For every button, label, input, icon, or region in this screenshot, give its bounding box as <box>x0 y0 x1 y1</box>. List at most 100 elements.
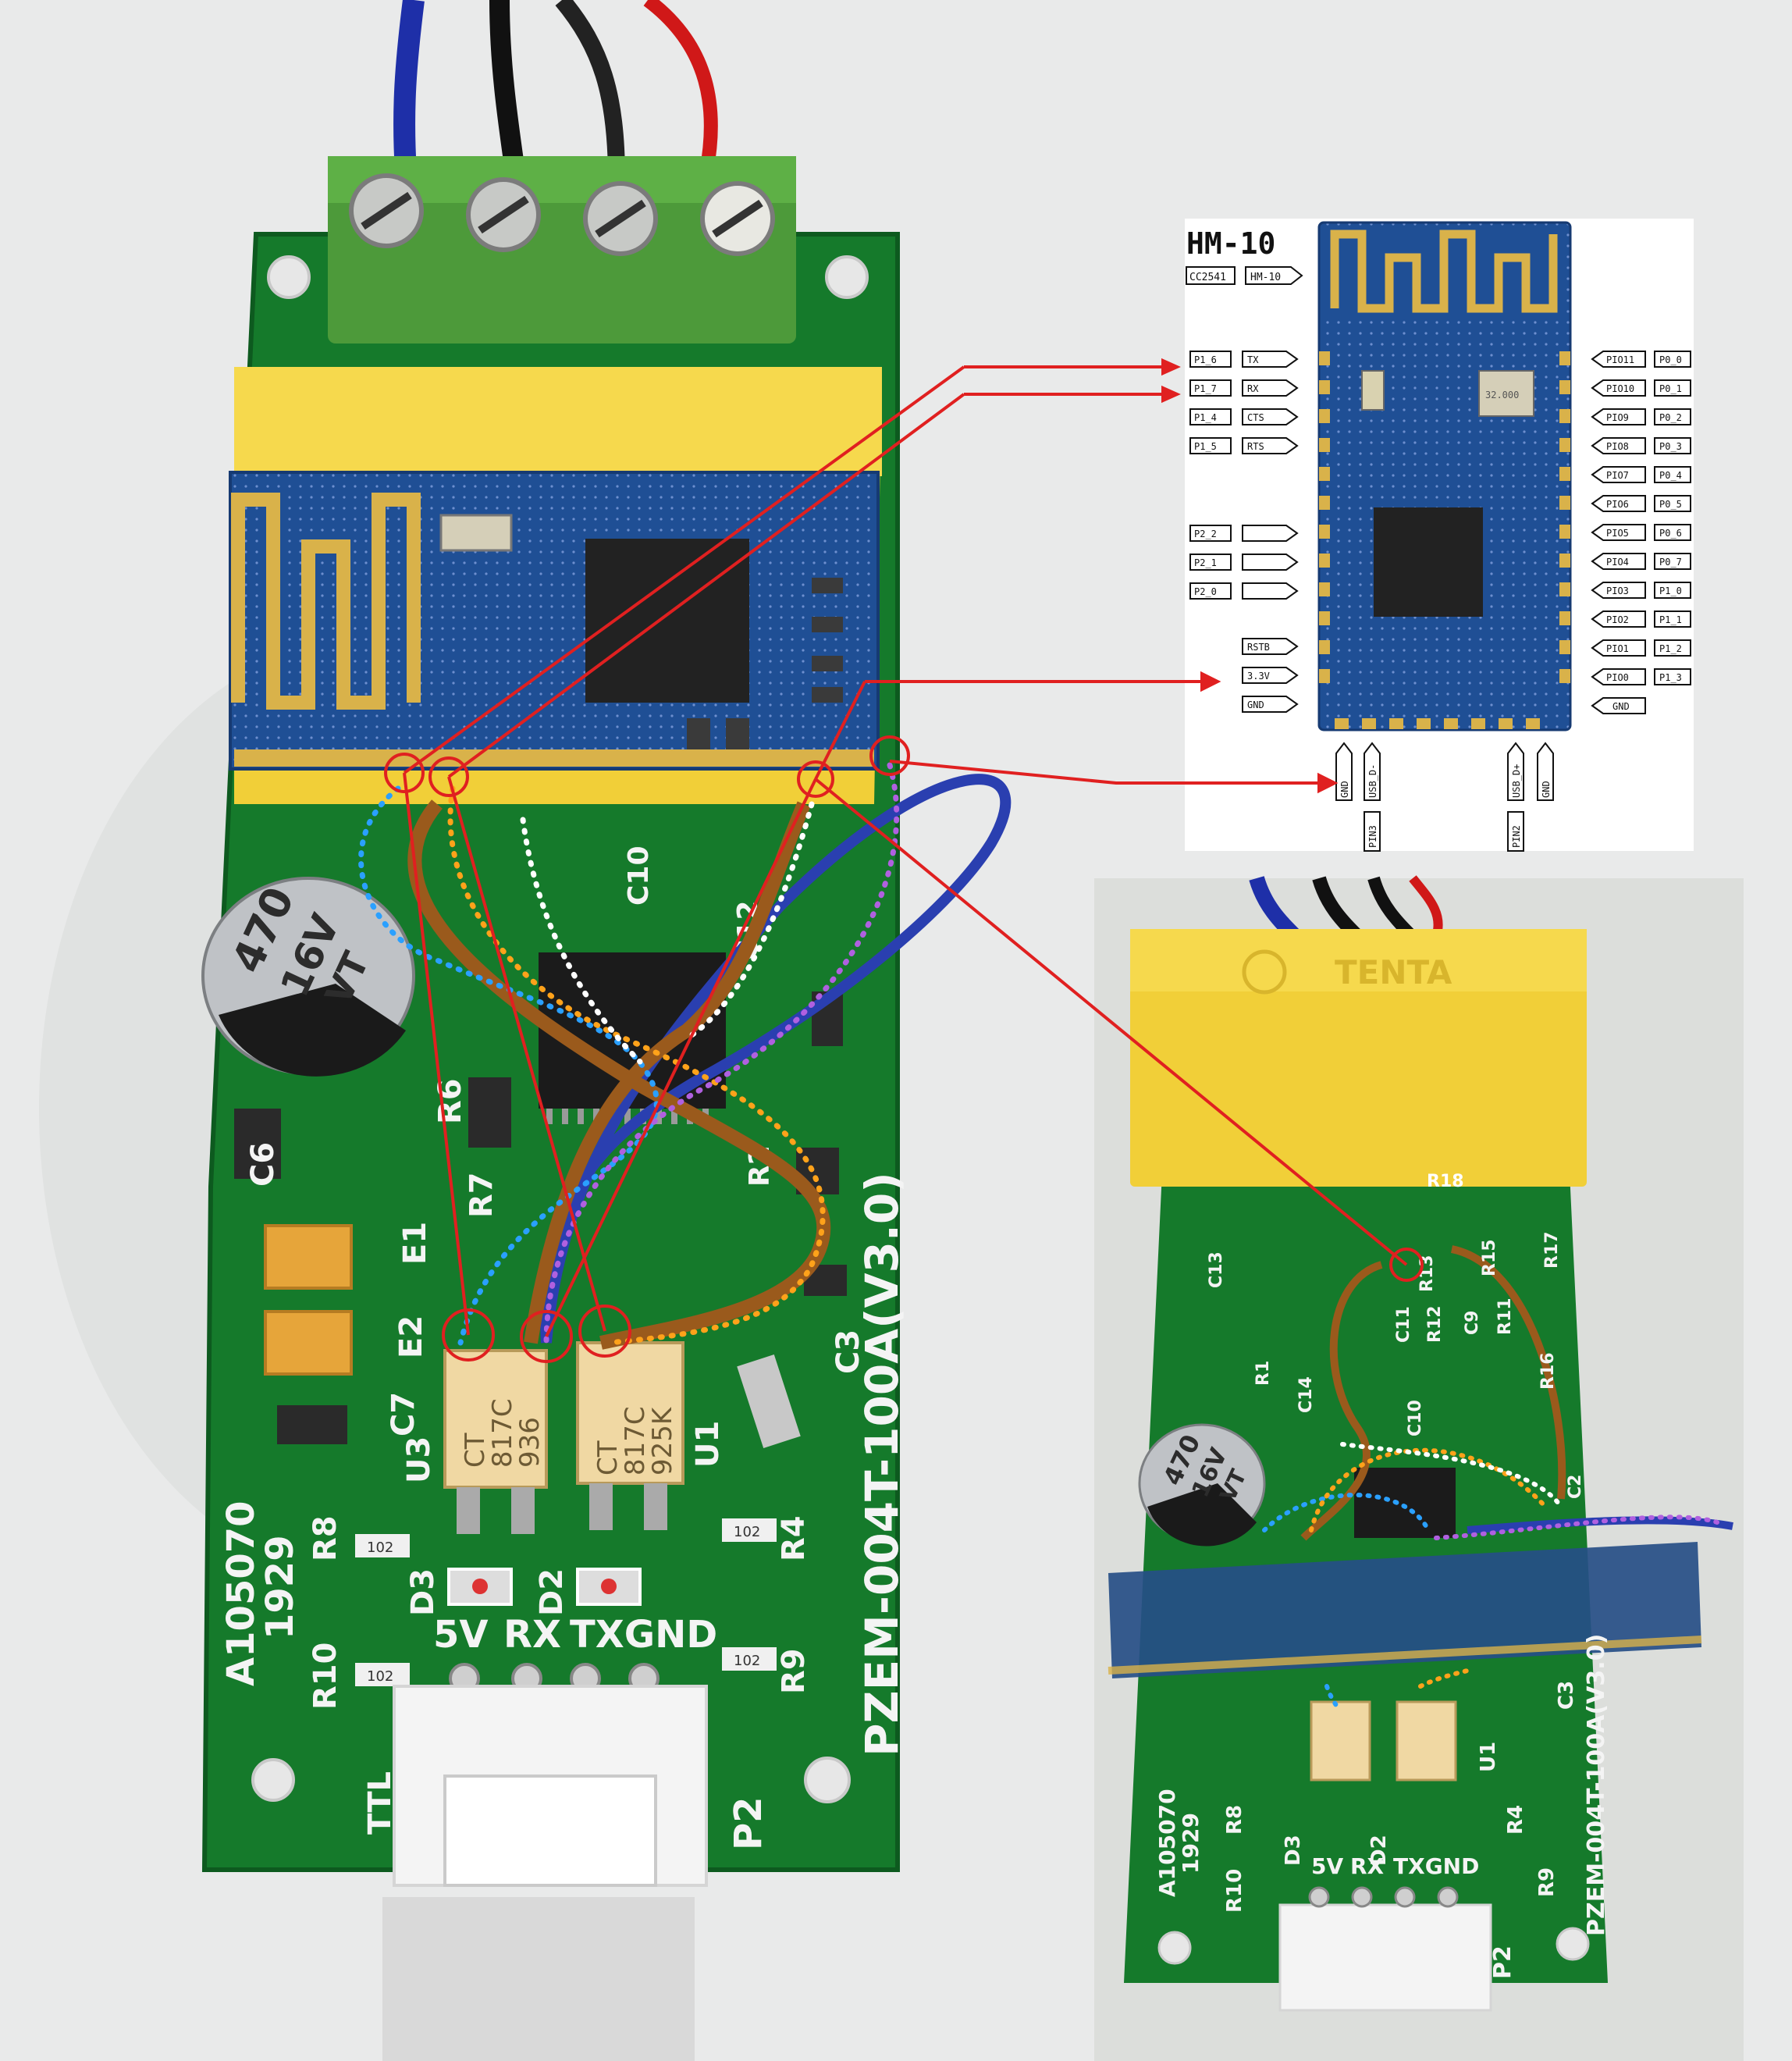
status-leds <box>447 1568 642 1606</box>
optocoupler-u1: CT 817C 925K <box>576 1341 684 1530</box>
resistor-code-r10: 102 <box>367 1668 393 1685</box>
ttl-label: TTL <box>362 1771 398 1835</box>
chip-tag-box <box>1186 266 1236 285</box>
line-gnd-pinout <box>889 760 1319 785</box>
bottom-pin-usb-dp: USB_D+ <box>1511 764 1522 798</box>
inset-silk-d3: D3 <box>1282 1835 1305 1866</box>
right-pin-pio: PIO7 <box>1606 470 1629 481</box>
bottom-tag-pin2: PIN2 <box>1511 825 1522 848</box>
opto-u1-line1: CT <box>592 1440 624 1475</box>
right-pin-port: P1_0 <box>1659 586 1682 596</box>
silk-e1: E1 <box>397 1222 433 1265</box>
silk-c7: C7 <box>386 1392 421 1436</box>
bottom-pin-labels: GND USB_D- USB_D+ GND PIN3 PIN2 <box>1335 742 1554 852</box>
left-pin-function: TX <box>1247 354 1259 365</box>
left-pin-function: GND <box>1247 699 1264 710</box>
inset-header-pins <box>1308 1886 1459 1908</box>
silk-c6: C6 <box>245 1142 281 1187</box>
wire-black-input-2 <box>555 0 625 180</box>
pinout-title: HM-10 <box>1186 226 1275 261</box>
electrolytic-capacitor: 470 16V VT <box>201 877 415 1077</box>
left-pin-function: RX <box>1247 383 1259 394</box>
crystal-label: 32.000 <box>1485 390 1519 400</box>
inset-board-model: PZEM-004T-100A(V3.0) <box>1583 1634 1610 1936</box>
opto-u3-line3: 936 <box>514 1417 546 1468</box>
resistor-code-r4: 102 <box>734 1524 760 1540</box>
trace-dotted-white-1 <box>520 817 643 1065</box>
wire-black-input <box>489 0 525 173</box>
inset-silk-r12: R12 <box>1425 1305 1445 1343</box>
inset-silk-r10: R10 <box>1223 1869 1246 1913</box>
circle-gnd-pad <box>797 760 834 798</box>
wire-red-input <box>643 0 718 173</box>
main-board: 470 16V VT CT 817C 936 CT 817C 925K <box>201 0 1012 2061</box>
left-pin-port: P2_0 <box>1194 586 1217 597</box>
right-pin-port: P0_6 <box>1659 528 1682 539</box>
right-pin-port: P0_0 <box>1659 354 1682 365</box>
inset-silk-c10: C10 <box>1406 1400 1425 1436</box>
left-pin-function: 3.3V <box>1247 671 1270 682</box>
inset-silk-d2: D2 <box>1367 1835 1391 1866</box>
trace-dotted-white-2 <box>684 801 815 1041</box>
bottom-tag-pin3: PIN3 <box>1367 825 1378 848</box>
inset-pin-label-txgnd: TXGND <box>1393 1853 1479 1879</box>
inset-silk-r4: R4 <box>1504 1805 1527 1835</box>
right-pin-pio: PIO2 <box>1606 614 1629 625</box>
circle-inset-pad <box>1389 1248 1424 1282</box>
right-pin-pio: PIO9 <box>1606 412 1629 423</box>
opto-u1-line2: 817C <box>620 1406 651 1475</box>
left-pin-function: CTS <box>1247 412 1264 423</box>
optocoupler-u3: CT 817C 936 <box>443 1349 548 1534</box>
left-pin-port: P2_1 <box>1194 557 1217 568</box>
right-pin-pio: PIO1 <box>1606 643 1629 654</box>
inset-silk-r18: R18 <box>1427 1172 1464 1191</box>
silk-c3: C3 <box>830 1330 866 1374</box>
right-pin-port: P1_1 <box>1659 614 1682 625</box>
left-pin-port: P2_2 <box>1194 529 1217 539</box>
bottom-pin-gnd-1: GND <box>1339 781 1350 798</box>
right-pin-gnd: GND <box>1612 701 1630 712</box>
left-pin-port: P1_6 <box>1194 354 1217 365</box>
line-tx-pinout <box>403 365 965 774</box>
inset-silk-c2: C2 <box>1566 1475 1585 1499</box>
bottom-pin-usb-dm: USB_D- <box>1367 764 1378 798</box>
trace-dotted-orange <box>447 785 826 1346</box>
inset-silk-r9: R9 <box>1535 1867 1559 1897</box>
circle-rx-pad <box>428 756 469 797</box>
silk-r10: R10 <box>308 1643 343 1710</box>
silk-d2: D2 <box>534 1568 570 1616</box>
trace-dotted-blue <box>358 785 660 1346</box>
screw-terminal <box>328 156 796 344</box>
circle-rx-pin <box>520 1310 573 1363</box>
resistor-code-r9: 102 <box>734 1653 760 1669</box>
inset-pin-label-rx: RX <box>1350 1853 1385 1879</box>
date-code: 1929 <box>258 1535 302 1639</box>
pin-label-5v: 5V <box>433 1613 489 1657</box>
inset-silk-c3: C3 <box>1555 1681 1578 1710</box>
hm10-module-mounted <box>229 471 880 771</box>
right-pin-port: P0_4 <box>1659 470 1682 481</box>
pinout-module-image: 32.000 <box>1317 221 1572 731</box>
inset-silk-u1: U1 <box>1477 1742 1500 1772</box>
inset-silk-c11: C11 <box>1394 1306 1413 1343</box>
left-pin-port: P1_4 <box>1194 412 1217 423</box>
inset-date: 1929 <box>1178 1813 1204 1874</box>
inset-silk-r16: R16 <box>1538 1352 1558 1390</box>
jst-connector <box>382 1685 708 2061</box>
right-pin-port: P1_2 <box>1659 643 1682 654</box>
bottom-pin-gnd-2: GND <box>1541 781 1552 798</box>
left-pin-port: P1_7 <box>1194 383 1217 394</box>
right-pin-pio: PIO5 <box>1606 528 1629 539</box>
inset-silk-c13: C13 <box>1207 1251 1226 1288</box>
inset-silk-r11: R11 <box>1495 1297 1515 1335</box>
right-pin-pio: PIO0 <box>1606 672 1629 683</box>
silk-d3: D3 <box>405 1568 441 1616</box>
opto-u3-line2: 817C <box>487 1398 518 1468</box>
wire-blue-input <box>393 0 425 173</box>
right-pin-port: P0_5 <box>1659 499 1682 510</box>
right-pin-port: P0_7 <box>1659 557 1682 568</box>
silk-r4: R4 <box>776 1515 812 1561</box>
